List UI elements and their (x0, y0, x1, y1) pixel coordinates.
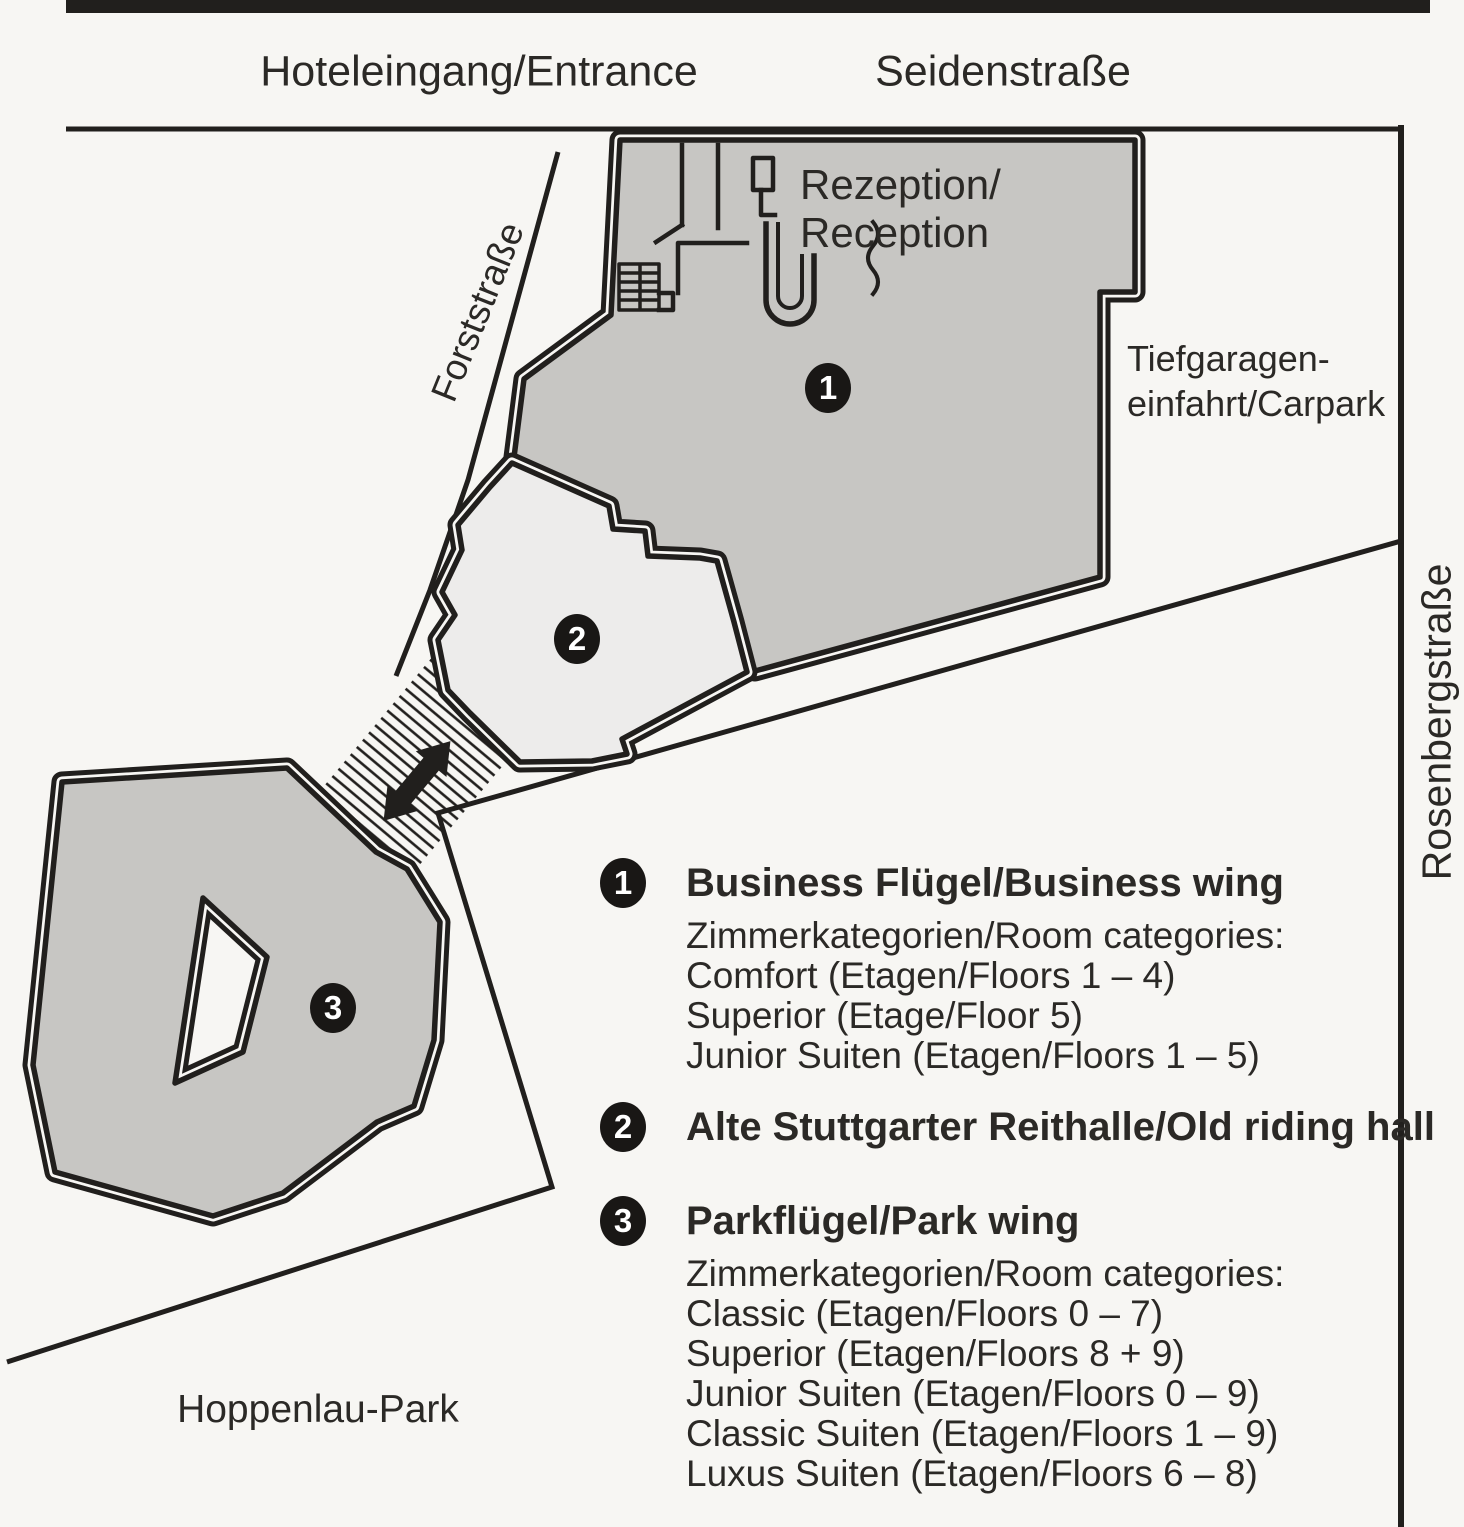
carpark-label-line1: Tiefgaragen- (1127, 338, 1330, 379)
reception-floorplan-detail (617, 142, 880, 327)
entrance-label: Hoteleingang/Entrance (260, 47, 698, 96)
carpark-label-line2: einfahrt/Carpark (1127, 383, 1386, 424)
building-1-marker: 1 (805, 363, 851, 413)
reception-label: Rezeption/ Reception (800, 161, 1001, 257)
park-label: Hoppenlau-Park (177, 1388, 459, 1431)
passage-arrow-icon (383, 741, 451, 821)
building-2-marker: 2 (554, 614, 600, 664)
carpark-label: Tiefgaragen- einfahrt/Carpark (1127, 336, 1385, 426)
street-label-seidenstrasse: Seidenstraße (875, 47, 1131, 96)
reception-label-line2: Reception (800, 209, 990, 256)
seidenstrasse-north-edge (66, 0, 1430, 13)
plaza-park-boundary (6, 538, 1402, 1365)
street-label-rosenbergstrasse: Rosenbergstraße (1413, 563, 1460, 881)
building-3-marker: 3 (310, 983, 356, 1033)
reception-label-line1: Rezeption/ (800, 161, 1001, 208)
